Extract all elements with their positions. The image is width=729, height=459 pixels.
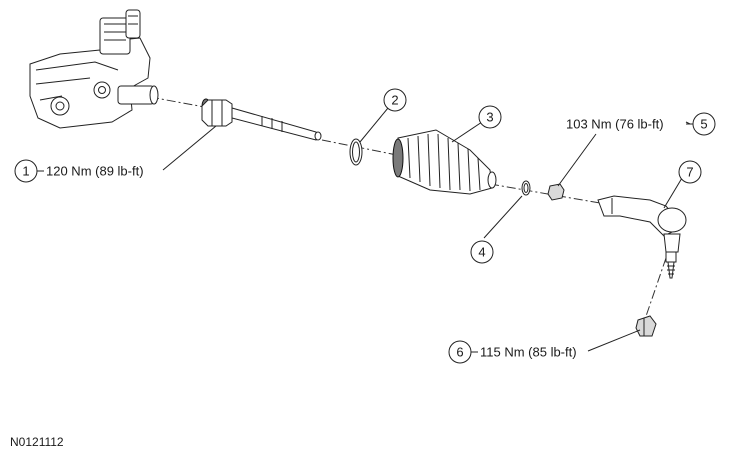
torque-value: 103 Nm (76 lb-ft) [566,117,664,132]
callout-number: 6 [456,345,463,360]
callout-7: 7 [678,160,702,184]
boot-clamp [349,138,363,166]
callout-4: 4 [470,240,494,264]
leader-lines [162,107,691,352]
torque-value: 115 Nm (85 lb-ft) [480,345,577,360]
callout-number: 3 [486,110,493,125]
callout-number: 1 [22,164,29,179]
callout-number: 7 [686,165,693,180]
callout-number: 2 [391,93,398,108]
figure-id: N0121112 [10,435,64,449]
inner-tie-rod [201,98,322,141]
callout-3: 3 [478,105,502,129]
tie-rod-end-nut [635,315,657,337]
outer-boot-clamp [521,180,531,196]
callout-number: 5 [700,117,707,132]
callout-6: 6 115 Nm (85 lb-ft) [448,340,577,364]
jam-nut [547,183,565,201]
outer-tie-rod-end [597,195,687,279]
steering-boot [392,129,497,195]
torque-value: 120 Nm (89 lb-ft) [46,164,144,179]
callout-1: 1 120 Nm (89 lb-ft) [14,159,144,183]
callout-5: 103 Nm (76 lb-ft) 5 [566,112,716,136]
callout-number: 4 [478,245,485,260]
callout-2: 2 [383,88,407,112]
steering-gear-housing [29,9,159,129]
